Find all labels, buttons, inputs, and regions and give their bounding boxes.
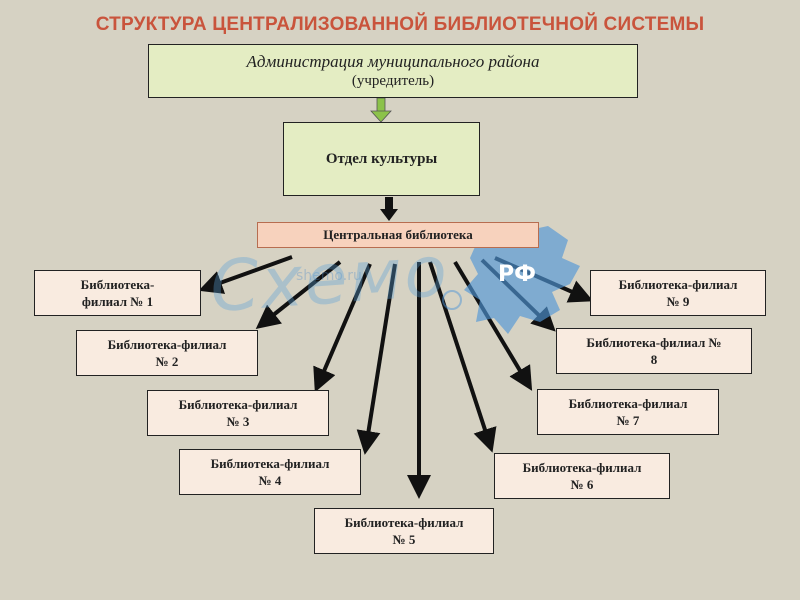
connector-branch-6 [428, 261, 497, 453]
branch-label-line1: Библиотека-филиал [107, 337, 227, 352]
admin-box: Администрация муниципального района (учр… [148, 44, 638, 98]
branch-label-line2: № 9 [666, 294, 690, 309]
branch-box-1: Библиотека- филиал № 1 [34, 270, 201, 316]
branch-label-line1: Библиотека-филиал [178, 397, 298, 412]
branch-box-3: Библиотека-филиал № 3 [147, 390, 329, 436]
branch-label-line2: 8 [650, 352, 658, 367]
department-box: Отдел культуры [283, 122, 480, 196]
admin-to-department-arrow [370, 97, 392, 123]
branch-label-line1: Библиотека-филиал [568, 396, 688, 411]
branch-box-8: Библиотека-филиал № 8 [556, 328, 752, 374]
branch-label-line2: № 3 [226, 414, 250, 429]
branch-label-line2: № 4 [258, 473, 282, 488]
central-library-label: Центральная библиотека [323, 227, 473, 242]
branch-box-6: Библиотека-филиал № 6 [494, 453, 670, 499]
connector-branch-7 [453, 260, 533, 391]
connector-branch-1 [198, 255, 293, 294]
admin-label: Администрация муниципального района [246, 52, 540, 71]
branch-box-4: Библиотека-филиал № 4 [179, 449, 361, 495]
connector-branch-2 [255, 260, 342, 329]
branch-label-line1: Библиотека-филиал [522, 460, 642, 475]
branch-box-2: Библиотека-филиал № 2 [76, 330, 258, 376]
connector-branch-4 [356, 263, 397, 455]
branch-label-line2: № 5 [392, 532, 416, 547]
branch-label-line2: филиал № 1 [81, 294, 154, 309]
branch-label-line1: Библиотека- [80, 277, 155, 292]
branch-label-line1: Библиотека-филиал [344, 515, 464, 530]
branch-box-7: Библиотека-филиал № 7 [537, 389, 719, 435]
central-library-box: Центральная библиотека [257, 222, 539, 248]
branch-label-line2: № 2 [155, 354, 179, 369]
branch-label-line1: Библиотека-филиал [210, 456, 330, 471]
watermark-url: shemo.ru [296, 268, 362, 284]
department-label: Отдел культуры [325, 150, 438, 167]
department-to-central-arrow [380, 197, 398, 221]
watermark-logo [442, 224, 580, 334]
branch-box-5: Библиотека-филиал № 5 [314, 508, 494, 554]
watermark-badge: РФ [498, 262, 536, 287]
branch-box-9: Библиотека-филиал № 9 [590, 270, 766, 316]
branch-label-line2: № 6 [570, 477, 594, 492]
branch-label-line1: Библиотека-филиал [618, 277, 738, 292]
branch-label-line1: Библиотека-филиал № [586, 335, 722, 350]
diagram-title: СТРУКТУРА ЦЕНТРАЛИЗОВАННОЙ БИБЛИОТЕЧНОЙ … [95, 14, 705, 35]
connector-branch-3 [313, 263, 372, 393]
admin-sublabel: (учредитель) [351, 73, 435, 89]
branch-label-line2: № 7 [616, 413, 640, 428]
